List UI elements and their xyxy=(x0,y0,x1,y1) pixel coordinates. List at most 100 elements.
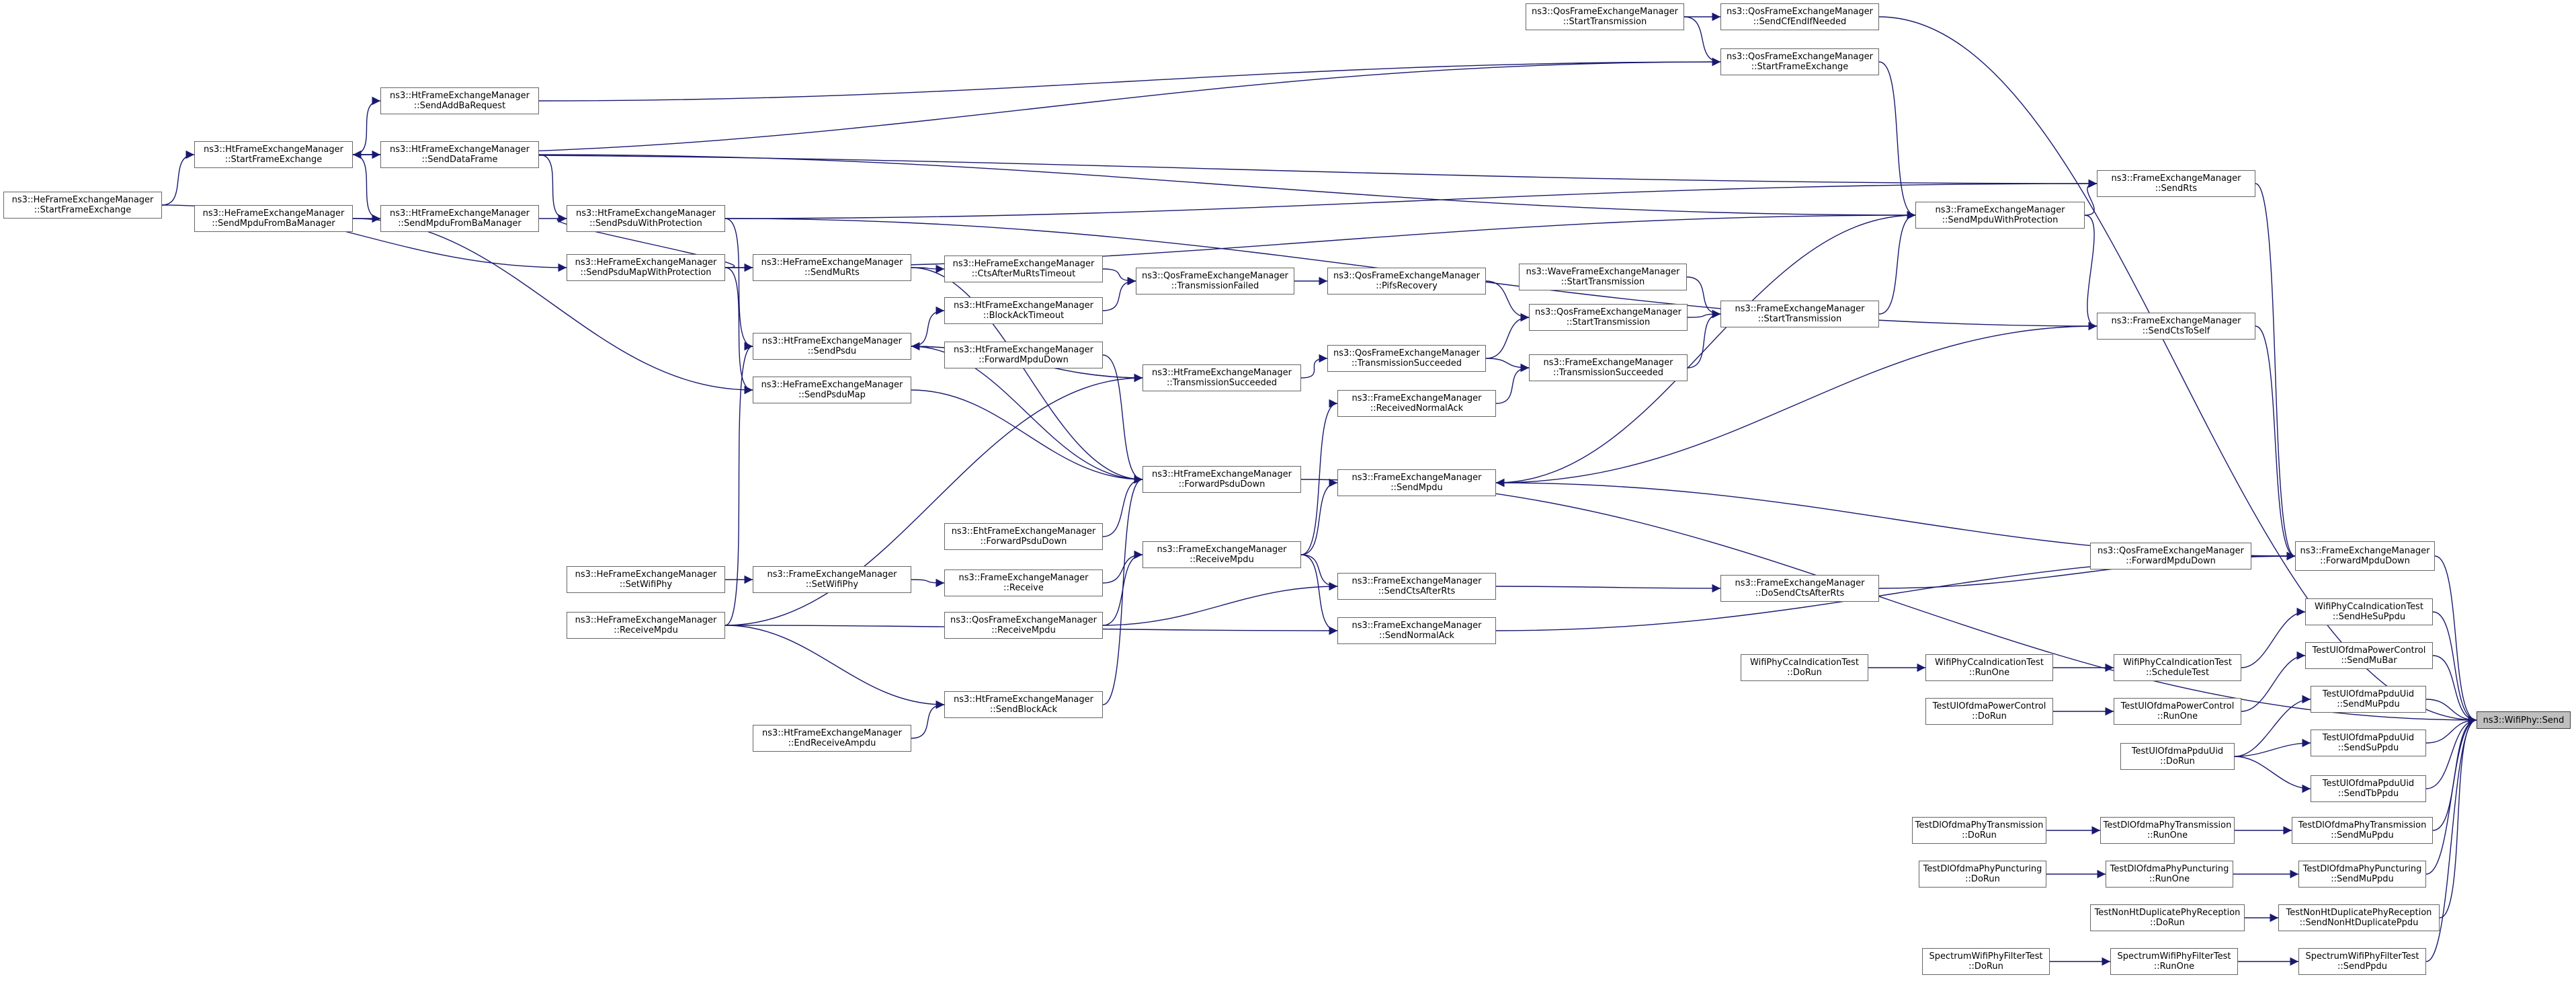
graph-node[interactable]: TestNonHtDuplicatePhyReception::SendNonH… xyxy=(2278,904,2440,931)
node-label: ::SendDataFrame xyxy=(421,155,498,165)
graph-node[interactable]: TestUlOfdmaPpduUid::SendTbPpdu xyxy=(2311,775,2426,802)
node-label: ns3::HtFrameExchangeManager xyxy=(204,145,343,155)
node-label: ns3::QosFrameExchangeManager xyxy=(1333,271,1480,281)
call-edge xyxy=(1300,478,1338,555)
graph-node[interactable]: TestDlOfdmaPhyTransmission::DoRun xyxy=(1912,817,2046,844)
graph-node[interactable]: ns3::FrameExchangeManager::SendMpdu xyxy=(1337,469,1496,496)
graph-node[interactable]: ns3::HeFrameExchangeManager::StartFrameE… xyxy=(3,192,162,219)
graph-node[interactable]: ns3::HeFrameExchangeManager::ReceiveMpdu xyxy=(567,612,725,639)
call-edge xyxy=(1300,554,1338,635)
call-edge xyxy=(1300,354,1328,379)
node-label: ::SendSuPpdu xyxy=(2337,743,2399,753)
graph-node[interactable]: TestNonHtDuplicatePhyReception::DoRun xyxy=(2090,904,2245,931)
graph-node[interactable]: TestDlOfdmaPhyPuncturing::SendMuPpdu xyxy=(2298,861,2426,888)
node-label: ns3::QosFrameExchangeManager xyxy=(1726,7,1873,17)
graph-node[interactable]: TestDlOfdmaPhyTransmission::SendMuPpdu xyxy=(2292,817,2433,844)
graph-node[interactable]: ns3::FrameExchangeManager::DoSendCtsAfte… xyxy=(1720,575,1879,602)
call-edge xyxy=(1495,214,1916,487)
node-label: ::ScheduleTest xyxy=(2145,668,2210,678)
node-label: ::RunOne xyxy=(2149,874,2190,884)
graph-node[interactable]: ns3::HtFrameExchangeManager::SendBlockAc… xyxy=(944,691,1103,718)
graph-node[interactable]: ns3::FrameExchangeManager::SendCtsAfterR… xyxy=(1337,573,1496,600)
node-label: ::SendMpduWithProtection xyxy=(1942,215,2059,225)
graph-node[interactable]: ns3::HeFrameExchangeManager::CtsAfterMuR… xyxy=(944,256,1103,282)
node-label: ns3::QosFrameExchangeManager xyxy=(1726,52,1873,62)
graph-node[interactable]: ns3::QosFrameExchangeManager::Transmissi… xyxy=(1327,345,1486,372)
graph-node[interactable]: ns3::QosFrameExchangeManager::ReceiveMpd… xyxy=(944,612,1103,639)
graph-node[interactable]: ns3::FrameExchangeManager::SendCtsToSelf xyxy=(2097,313,2255,340)
graph-node[interactable]: TestUlOfdmaPowerControl::DoRun xyxy=(1925,698,2053,725)
graph-node[interactable]: ns3::QosFrameExchangeManager::Transmissi… xyxy=(1136,268,1294,295)
graph-node[interactable]: ns3::FrameExchangeManager::ReceiveMpdu xyxy=(1142,541,1301,568)
graph-node[interactable]: ns3::QosFrameExchangeManager::PifsRecove… xyxy=(1327,268,1486,295)
graph-node[interactable]: TestDlOfdmaPhyTransmission::RunOne xyxy=(2100,817,2235,844)
graph-node[interactable]: WifiPhyCcaIndicationTest::RunOne xyxy=(1925,654,2053,681)
root-node[interactable]: ns3::WifiPhy::Send xyxy=(2477,711,2571,729)
graph-node[interactable]: ns3::HtFrameExchangeManager::BlockAckTim… xyxy=(944,297,1103,324)
node-label: ns3::HtFrameExchangeManager xyxy=(390,91,530,101)
graph-node[interactable]: ns3::FrameExchangeManager::Receive xyxy=(944,570,1103,596)
graph-node[interactable]: ns3::FrameExchangeManager::TransmissionS… xyxy=(1529,354,1688,381)
graph-node[interactable]: TestUlOfdmaPpduUid::SendMuPpdu xyxy=(2311,686,2426,713)
graph-node[interactable]: ns3::HtFrameExchangeManager::SendDataFra… xyxy=(380,141,539,168)
graph-node[interactable]: ns3::FrameExchangeManager::SendMpduWithP… xyxy=(1915,202,2085,229)
graph-node[interactable]: TestUlOfdmaPowerControl::SendMuBar xyxy=(2305,642,2433,669)
graph-node[interactable]: SpectrumWifiPhyFilterTest::SendPpdu xyxy=(2298,948,2426,975)
node-label: ::RunOne xyxy=(1968,668,2010,678)
call-edge xyxy=(911,578,945,588)
graph-node[interactable]: TestUlOfdmaPpduUid::SendSuPpdu xyxy=(2311,730,2426,756)
node-label: ::StartFrameExchange xyxy=(34,205,132,215)
node-label: ns3::HtFrameExchangeManager xyxy=(954,301,1093,311)
graph-node[interactable]: ns3::QosFrameExchangeManager::StartTrans… xyxy=(1526,3,1684,30)
node-label: ::StartTransmission xyxy=(1757,314,1842,324)
graph-node[interactable]: ns3::QosFrameExchangeManager::ForwardMpd… xyxy=(2090,543,2251,570)
call-edge xyxy=(2234,695,2311,757)
graph-node[interactable]: ns3::HtFrameExchangeManager::SendAddBaRe… xyxy=(380,87,539,114)
node-label: ::SendRts xyxy=(2155,184,2198,194)
node-label: ns3::HeFrameExchangeManager xyxy=(575,615,717,625)
node-label: ::StartTransmission xyxy=(1563,17,1647,27)
graph-node[interactable]: ns3::FrameExchangeManager::ReceivedNorma… xyxy=(1337,390,1496,417)
node-label: ns3::HeFrameExchangeManager xyxy=(202,208,345,219)
call-edge xyxy=(1102,268,1136,286)
graph-node[interactable]: ns3::HeFrameExchangeManager::SendPsduMap… xyxy=(567,254,725,281)
graph-node[interactable]: ns3::FrameExchangeManager::StartTransmis… xyxy=(1720,301,1879,327)
graph-node[interactable]: SpectrumWifiPhyFilterTest::RunOne xyxy=(2110,948,2238,975)
node-label: ns3::HtFrameExchangeManager xyxy=(1152,469,1292,479)
graph-node[interactable]: ns3::FrameExchangeManager::ForwardMpduDo… xyxy=(2295,541,2435,571)
node-label: ::SendBlockAck xyxy=(989,705,1057,715)
graph-node[interactable]: TestUlOfdmaPpduUid::DoRun xyxy=(2120,743,2235,770)
graph-node[interactable]: ns3::QosFrameExchangeManager::SendCfEndI… xyxy=(1720,3,1879,30)
graph-node[interactable]: WifiPhyCcaIndicationTest::ScheduleTest xyxy=(2114,654,2241,681)
graph-node[interactable]: WifiPhyCcaIndicationTest::SendHeSuPpdu xyxy=(2305,598,2433,625)
graph-node[interactable]: ns3::FrameExchangeManager::SendNormalAck xyxy=(1337,617,1496,644)
graph-node[interactable]: ns3::HeFrameExchangeManager::SendMuRts xyxy=(753,254,911,281)
graph-node[interactable]: WifiPhyCcaIndicationTest::DoRun xyxy=(1741,654,1868,681)
graph-node[interactable]: ns3::HtFrameExchangeManager::ForwardMpdu… xyxy=(944,342,1103,368)
graph-node[interactable]: TestDlOfdmaPhyPuncturing::DoRun xyxy=(1919,861,2046,888)
graph-node[interactable]: ns3::HeFrameExchangeManager::SendMpduFro… xyxy=(194,205,353,232)
node-label: ::SendMuPpdu xyxy=(2331,830,2394,840)
graph-node[interactable]: ns3::EhtFrameExchangeManager::ForwardPsd… xyxy=(944,523,1103,550)
graph-node[interactable]: ns3::HtFrameExchangeManager::StartFrameE… xyxy=(194,141,353,168)
call-edge xyxy=(2425,715,2477,875)
graph-node[interactable]: ns3::WaveFrameExchangeManager::StartTran… xyxy=(1519,264,1687,290)
graph-node[interactable]: ns3::QosFrameExchangeManager::StartFrame… xyxy=(1720,48,1879,75)
graph-node[interactable]: ns3::HtFrameExchangeManager::Transmissio… xyxy=(1142,364,1301,391)
graph-node[interactable]: SpectrumWifiPhyFilterTest::DoRun xyxy=(1922,948,2050,975)
graph-node[interactable]: ns3::HeFrameExchangeManager::SendPsduMap xyxy=(753,377,911,403)
graph-node[interactable]: ns3::QosFrameExchangeManager::StartTrans… xyxy=(1529,304,1688,331)
graph-node[interactable]: ns3::HtFrameExchangeManager::SendMpduFro… xyxy=(380,205,539,232)
graph-node[interactable]: ns3::HtFrameExchangeManager::EndReceiveA… xyxy=(753,725,911,752)
graph-node[interactable]: TestDlOfdmaPhyPuncturing::RunOne xyxy=(2106,861,2233,888)
graph-node[interactable]: TestUlOfdmaPowerControl::RunOne xyxy=(2114,698,2241,725)
call-edge xyxy=(1684,16,1721,67)
call-edge xyxy=(2234,756,2311,793)
graph-node[interactable]: ns3::HtFrameExchangeManager::SendPsdu xyxy=(753,333,911,360)
node-label: ns3::HeFrameExchangeManager xyxy=(952,259,1095,269)
graph-node[interactable]: ns3::FrameExchangeManager::SendRts xyxy=(2097,170,2255,197)
graph-node[interactable]: ns3::HeFrameExchangeManager::SetWifiPhy xyxy=(567,566,725,593)
graph-node[interactable]: ns3::FrameExchangeManager::SetWifiPhy xyxy=(753,566,911,593)
graph-node[interactable]: ns3::HtFrameExchangeManager::SendPsduWit… xyxy=(567,205,725,232)
graph-node[interactable]: ns3::HtFrameExchangeManager::ForwardPsdu… xyxy=(1142,466,1301,493)
